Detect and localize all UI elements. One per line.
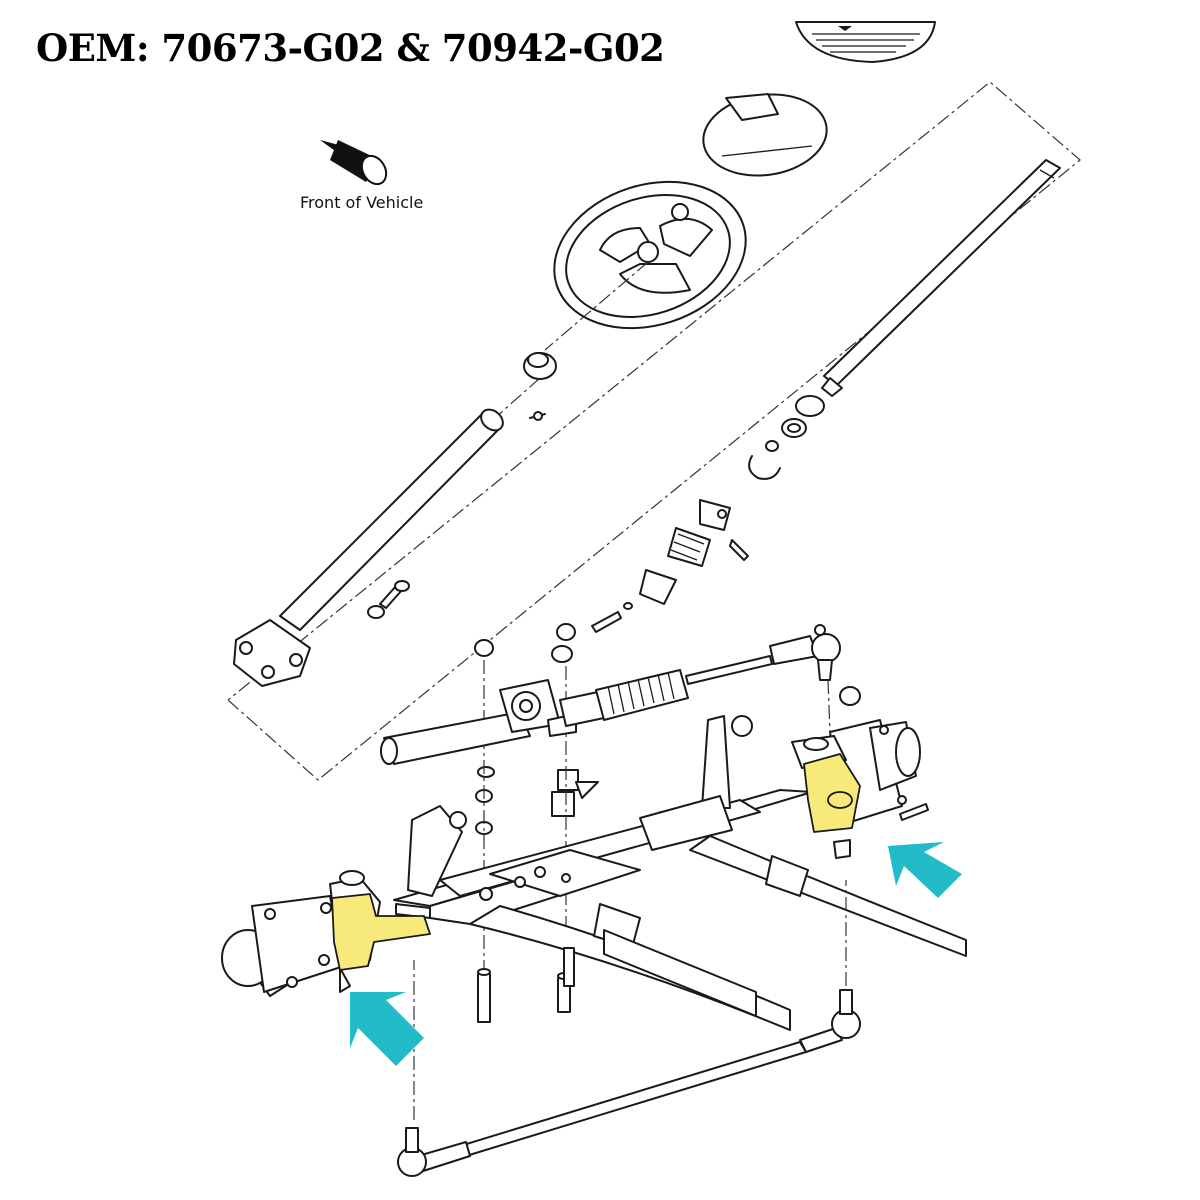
front-of-vehicle-label: Front of Vehicle (300, 193, 424, 212)
assembly-outline (227, 81, 1081, 781)
universal-joint (639, 499, 749, 605)
leaf-springs (469, 835, 967, 1031)
tie-rod-assembly (397, 880, 861, 1177)
rack-mount-hardware (474, 623, 599, 1000)
left-hub-assembly (221, 870, 381, 997)
steering-rack (380, 624, 841, 765)
mounting-bolts (477, 947, 575, 1023)
column-bolt (367, 580, 410, 619)
pinion-bolt (591, 602, 633, 633)
steering-shaft (821, 159, 1061, 397)
warning-decal (795, 21, 936, 63)
shaft-washers (748, 395, 825, 480)
right-steering-arm-highlight (803, 753, 861, 833)
column-bushing (523, 352, 557, 380)
callout-arrow-icon (350, 992, 424, 1066)
left-steering-arm-highlight (331, 893, 431, 971)
steering-wheel-cap (702, 93, 828, 177)
steering-wheel (553, 180, 747, 330)
callout-arrow-icon (888, 842, 962, 898)
diagram-title: OEM: 70673-G02 & 70942-G02 (36, 26, 665, 70)
front-axle-frame (393, 715, 813, 925)
steering-column-tube (233, 408, 546, 687)
front-of-vehicle-arrow-icon (320, 140, 388, 186)
